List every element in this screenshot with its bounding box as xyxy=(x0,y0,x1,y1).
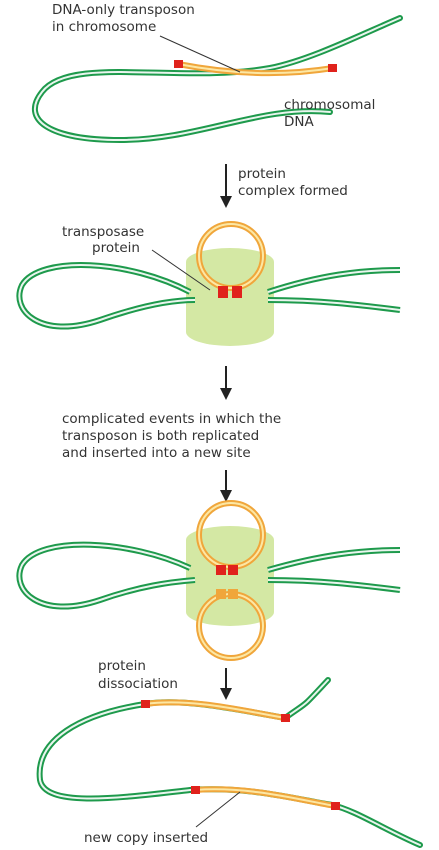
chromosomal-label-line1: chromosomal xyxy=(284,97,375,113)
step1-label-line1: protein xyxy=(238,166,286,182)
step2-label-line2: transposon is both replicated xyxy=(62,428,259,444)
site-marker xyxy=(216,589,226,599)
leader-line xyxy=(196,792,240,827)
site-marker xyxy=(331,802,340,810)
step1-chromosome xyxy=(35,18,400,140)
site-marker xyxy=(191,786,200,794)
arrow-down-icon xyxy=(220,668,232,700)
step2-label-line1: complicated events in which the xyxy=(62,411,281,427)
step2-complex xyxy=(19,224,400,346)
step3-label-line2: dissociation xyxy=(98,676,178,692)
site-marker xyxy=(228,589,238,599)
arrow-down-icon xyxy=(220,164,232,208)
transposase-label-line2: protein xyxy=(92,240,140,256)
step3-label-line1: protein xyxy=(98,658,146,674)
site-marker xyxy=(228,565,238,575)
site-marker xyxy=(281,714,290,722)
transposon-label-line2: in chromosome xyxy=(52,19,156,35)
arrow-down-icon xyxy=(220,366,232,400)
step1-label-line2: complex formed xyxy=(238,183,348,199)
step4-chromosome xyxy=(40,680,420,845)
site-marker xyxy=(218,286,228,298)
step3-complex xyxy=(19,503,400,658)
transposase-label-line1: transposase xyxy=(62,224,144,240)
site-marker xyxy=(174,60,183,68)
site-marker xyxy=(328,64,337,72)
chromosomal-label-line2: DNA xyxy=(284,114,314,130)
site-marker xyxy=(232,286,242,298)
transposon-label-line1: DNA-only transposon xyxy=(52,2,195,18)
site-marker xyxy=(216,565,226,575)
step2-label-line3: and inserted into a new site xyxy=(62,445,251,461)
arrow-down-icon xyxy=(220,470,232,502)
site-marker xyxy=(141,700,150,708)
new-copy-label: new copy inserted xyxy=(84,830,208,846)
